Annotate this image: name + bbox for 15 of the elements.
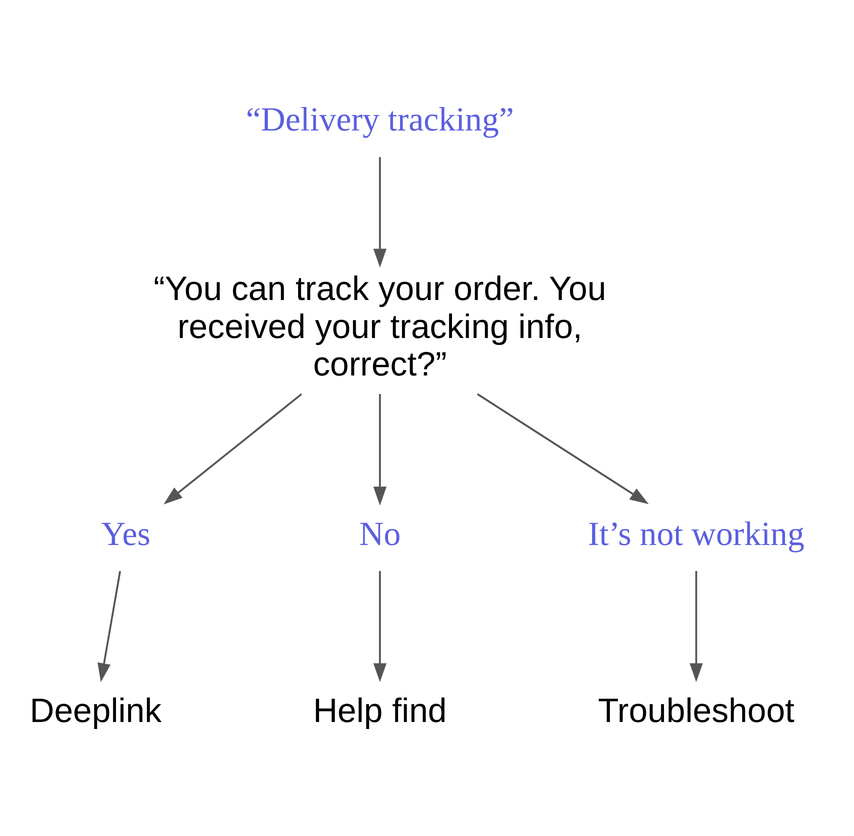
node-text: Help find bbox=[313, 692, 447, 730]
arrow bbox=[373, 156, 387, 268]
arrow bbox=[164, 393, 302, 504]
node-text: No bbox=[359, 516, 401, 553]
node-text: “You can track your order. You received your tracking info, correct?” bbox=[154, 270, 606, 384]
node-text: Yes bbox=[101, 516, 150, 553]
node-text: Deeplink bbox=[30, 692, 162, 730]
node-text: Troubleshoot bbox=[598, 692, 794, 730]
arrow bbox=[373, 394, 387, 506]
node-text: It’s not working bbox=[588, 516, 804, 553]
arrow bbox=[690, 571, 703, 682]
arrow bbox=[98, 570, 122, 682]
node-text: “Delivery tracking” bbox=[246, 102, 514, 139]
arrow bbox=[373, 571, 387, 682]
arrow bbox=[476, 393, 649, 504]
